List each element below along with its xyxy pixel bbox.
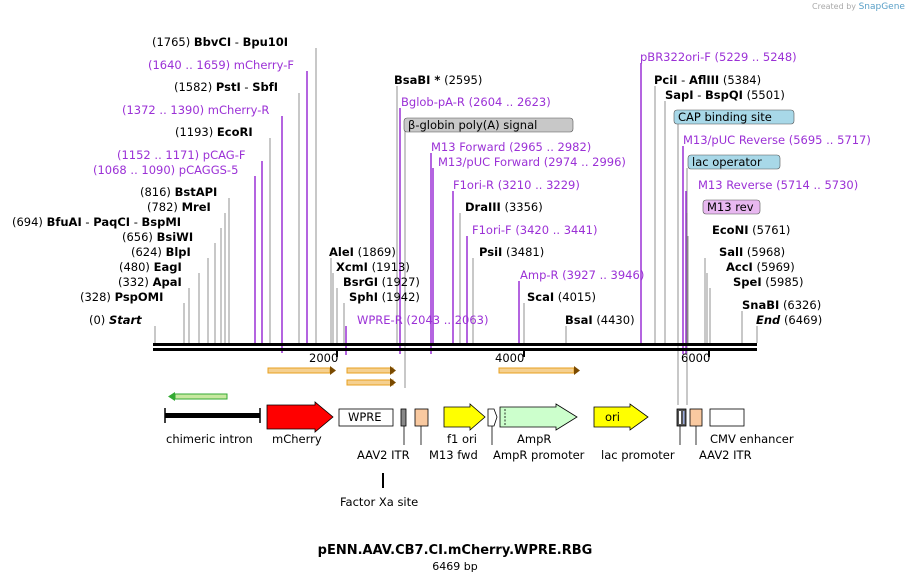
site-label-m13-puc-forward: M13/pUC Forward (2974 .. 2996) bbox=[438, 155, 626, 169]
site-label-box-lac-operator bbox=[687, 154, 781, 170]
orf-arrows bbox=[168, 366, 580, 401]
tick-2000-label: 2000 bbox=[309, 351, 338, 365]
plasmid-linear-map: (1765) BbvCI - Bpu10I (1640 .. 1659) mChe… bbox=[12, 35, 871, 509]
site-label-m13-puc-reverse: M13/pUC Reverse (5695 .. 5717) bbox=[683, 133, 871, 147]
aav2-itr-right-label: AAV2 ITR bbox=[699, 448, 752, 462]
site-label-pcag-f: (1152 .. 1171) pCAG-F bbox=[117, 148, 245, 162]
chimeric-intron-label: chimeric intron bbox=[166, 432, 253, 446]
tick-4000-label: 4000 bbox=[495, 351, 524, 365]
feature-labels: chimeric intron mCherry AAV2 ITR M13 fwd… bbox=[166, 432, 794, 509]
plasmid-title: pENN.AAV.CB7.CI.mCherry.WPRE.RBG bbox=[317, 543, 593, 558]
aav2-itr-right-box bbox=[689, 408, 703, 427]
site-label-acci: AccI (5969) bbox=[726, 260, 795, 274]
site-label-pbr322ori-f: pBR322ori-F (5229 .. 5248) bbox=[640, 50, 797, 64]
site-label-wpre-r: WPRE-R (2043 .. 2063) bbox=[357, 313, 489, 327]
site-label-bsai: BsaI (4430) bbox=[565, 313, 635, 327]
site-label-pcaggs-5: (1068 .. 1090) pCAGGS-5 bbox=[93, 163, 238, 177]
logo-brand: SnapGene bbox=[858, 2, 905, 12]
cmv-enhancer-label: CMV enhancer bbox=[710, 432, 794, 446]
site-label-scai: ScaI (4015) bbox=[527, 290, 596, 304]
f1-ori-label: f1 ori bbox=[447, 432, 477, 446]
site-label-apai: (332) ApaI bbox=[118, 275, 182, 289]
ori-label: ori bbox=[605, 410, 620, 424]
feature-track: WPRE ori bbox=[164, 401, 745, 488]
site-label-pspomi: (328) PspOMI bbox=[80, 290, 163, 304]
wpre-label: WPRE bbox=[348, 410, 382, 424]
aav2-itr-left-label: AAV2 ITR bbox=[357, 448, 410, 462]
site-label-draiii: DraIII (3356) bbox=[465, 200, 543, 214]
site-label-spei: SpeI (5985) bbox=[733, 275, 804, 289]
site-label-xcmi: XcmI (1913) bbox=[336, 260, 410, 274]
chimeric-intron-bar bbox=[165, 413, 260, 418]
site-label-sphi: SphI (1942) bbox=[349, 290, 420, 304]
site-label-cap-binding-site: CAP binding site bbox=[678, 110, 772, 124]
lac-promoter-box bbox=[676, 408, 687, 427]
sequence-backbone-top bbox=[153, 343, 757, 346]
site-label-end: End (6469) bbox=[756, 313, 822, 327]
cmv-enhancer-box bbox=[709, 408, 745, 427]
mcherry-arrow bbox=[266, 401, 334, 433]
site-label-bbvci: (1765) BbvCI - Bpu10I bbox=[152, 35, 288, 49]
site-label-bsiwi: (656) BsiWI bbox=[122, 230, 193, 244]
site-label-m13-reverse: M13 Reverse (5714 .. 5730) bbox=[698, 178, 858, 192]
site-label-sali: SalI (5968) bbox=[719, 245, 785, 259]
ampr-promoter-arrow bbox=[487, 408, 498, 427]
site-label-bsabi: BsaBI * (2595) bbox=[394, 73, 482, 87]
ampr-promoter-label: AmpR promoter bbox=[493, 448, 585, 462]
site-label-m13-forward: M13 Forward (2965 .. 2982) bbox=[431, 140, 591, 154]
site-label-eagi: (480) EagI bbox=[119, 260, 182, 274]
site-label-blpi: (624) BlpI bbox=[131, 245, 191, 259]
site-label-bglob-pa-r: Bglob-pA-R (2604 .. 2623) bbox=[401, 95, 551, 109]
site-label-econi: EcoNI (5761) bbox=[712, 223, 790, 237]
m13-fwd-box bbox=[414, 408, 429, 427]
ori-arrow bbox=[593, 403, 649, 431]
logo-prefix: Created by bbox=[812, 2, 857, 11]
site-label-bsrgi: BsrGI (1927) bbox=[343, 275, 420, 289]
site-label-sapi: SapI - BspQI (5501) bbox=[665, 88, 785, 102]
site-label-box-m13-rev bbox=[702, 199, 761, 215]
f1-ori-arrow bbox=[443, 403, 486, 431]
site-label-bstapi: (816) BstAPI bbox=[140, 185, 217, 199]
ampr-arrow bbox=[499, 403, 578, 431]
site-label-box-cap-binding-site bbox=[673, 109, 795, 125]
site-label-globin-poly-a-signal: β-globin poly(A) signal bbox=[408, 118, 537, 132]
site-label-bfuai: (694) BfuAI - PaqCI - BspMI bbox=[12, 215, 181, 229]
site-label-f1ori-f: F1ori-F (3420 .. 3441) bbox=[472, 223, 597, 237]
site-label-alei: AleI (1869) bbox=[329, 245, 396, 259]
factor-xa-tick bbox=[382, 473, 384, 488]
site-label-mrei: (782) MreI bbox=[147, 200, 211, 214]
lac-promoter-label: lac promoter bbox=[601, 448, 675, 462]
factor-xa-label: Factor Xa site bbox=[340, 495, 418, 509]
site-label-pcii: PciI - AflIII (5384) bbox=[654, 73, 761, 87]
aav2-itr-left-box bbox=[400, 408, 407, 427]
site-label-amp-r: Amp-R (3927 .. 3946) bbox=[520, 268, 644, 282]
site-label-box-globin-poly-a-signal bbox=[403, 117, 574, 133]
site-labels: (1765) BbvCI - Bpu10I (1640 .. 1659) mChe… bbox=[12, 35, 871, 327]
site-label-ecori: (1193) EcoRI bbox=[175, 125, 253, 139]
mcherry-label: mCherry bbox=[272, 432, 322, 446]
site-label-mcherry-f: (1640 .. 1659) mCherry-F bbox=[148, 58, 294, 72]
site-label-m13-rev: M13 rev bbox=[707, 200, 754, 214]
site-label-start: (0) Start bbox=[89, 313, 142, 327]
plasmid-length: 6469 bp bbox=[432, 560, 478, 573]
site-label-mcherry-r: (1372 .. 1390) mCherry-R bbox=[122, 103, 269, 117]
m13-fwd-label: M13 fwd bbox=[429, 448, 478, 462]
site-label-f1ori-r: F1ori-R (3210 .. 3229) bbox=[453, 178, 580, 192]
sequence-backbone-bottom bbox=[153, 348, 757, 351]
tick-6000-label: 6000 bbox=[681, 351, 710, 365]
site-label-snabi: SnaBI (6326) bbox=[742, 298, 821, 312]
wpre-box bbox=[338, 408, 394, 427]
site-label-psti: (1582) PstI - SbfI bbox=[174, 80, 278, 94]
site-label-psii: PsiI (3481) bbox=[479, 245, 544, 259]
site-label-lac-operator: lac operator bbox=[692, 155, 762, 169]
ampr-label: AmpR bbox=[517, 432, 551, 446]
snapgene-logo: Created by SnapGene bbox=[812, 2, 905, 12]
